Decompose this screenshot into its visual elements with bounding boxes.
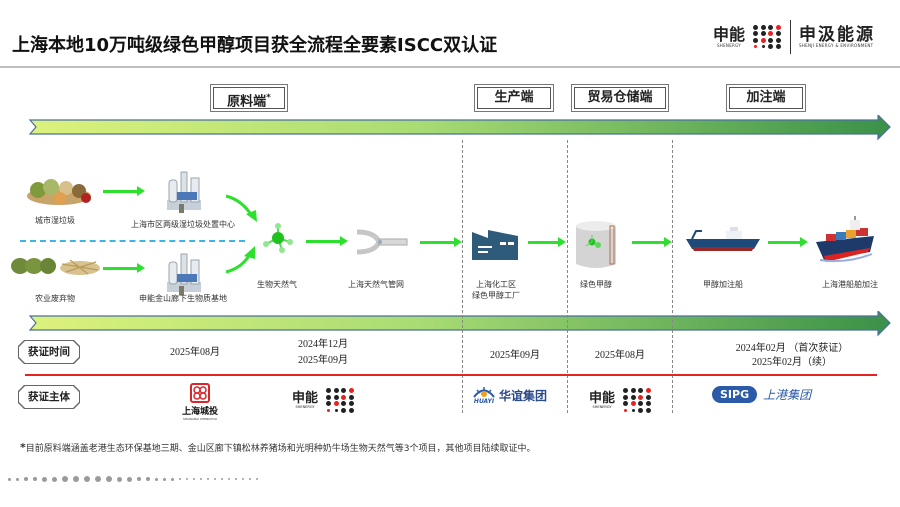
logo-separator [789,20,792,54]
shenergy-logo-en: SHENERGY [716,42,742,48]
node-label: 生物天然气 [257,280,297,289]
stage-label: 贸易仓储端 [574,87,666,109]
entity-huayi: HUAYI 华谊集团 [472,386,547,405]
entity-row-label: 获证主体 [19,386,79,408]
stage-trade-storage: 贸易仓储端 [571,84,669,112]
flow-arrow [632,237,672,247]
cert-time: 2025年08月 [595,350,645,361]
stage-raw-material: 原料端* [210,84,288,112]
cert-time-line: 2024年02月 （首次获证） [735,343,849,354]
stage-bunkering: 加注端 [726,84,806,112]
entity-sub: SHANGHAI CHENGTOU [182,417,218,421]
entity-shenergy: 申能 SHENERGY [589,388,652,413]
footnote-mark: * [20,441,26,454]
methane-molecule-icon [260,222,296,254]
stage-divider [567,140,568,413]
agri-waste-icon [10,252,100,278]
cert-time: 2025年08月 [170,347,220,358]
source-divider [20,240,245,242]
entity-shenergy: 申能 SHENERGY [292,388,355,413]
source-label: 农业废弃物 [35,294,75,303]
cert-time-line: 2025年02月（续） [752,357,832,368]
entity-name: 申能 [589,390,616,406]
entity-sub: SHENERGY [592,404,612,409]
flow-arrow [528,237,566,247]
time-row-label: 获证时间 [19,341,79,363]
shenergy-dots-icon [753,24,782,50]
shenji-logo-en: SHENJI ENERGY & ENVIRONMENT [799,42,874,48]
row-divider [25,374,877,376]
stage-label: 原料端 [227,94,267,110]
flow-arrow [103,186,145,196]
entity-name: 上海城投 [181,407,218,417]
shenji-logo: 申汲能源 SHENJI ENERGY & ENVIRONMENT [799,24,876,48]
processing-plant-icon [163,250,205,296]
node-label: 上海港船舶加注 [822,280,878,289]
timeline-arrow-top [28,115,891,141]
bunkering-ship-icon [686,225,762,253]
cert-time: 2024年12月 2025年09月 [278,337,368,369]
cert-time-line: 2025年09月 [298,355,348,366]
header-logos: 申能 SHENERGY 申汲能源 SHENJI ENERGY & ENVIRON… [713,20,875,54]
footnote: *目前原料端涵盖老港生态环保基地三期、金山区廊下镇松林养猪场和光明种奶牛场生物天… [20,441,536,454]
gas-pipeline-icon [355,228,409,256]
flow-arrow [306,236,348,246]
cert-time-line: 2024年12月 [298,339,348,350]
node-label-line: 上海化工区 [476,280,516,289]
node-label-line: 绿色甲醇工厂 [472,291,520,300]
entity-sub: HUAYI [473,398,495,405]
entity-name: 上港集团 [763,388,812,402]
processing-plant-icon [163,168,205,214]
node-label: 上海天然气管网 [348,280,404,289]
page-title: 上海本地10万吨级绿色甲醇项目获全流程全要素ISCC双认证 [12,35,498,56]
entity-row-label-box: 获证主体 [18,385,80,409]
shenji-logo-cn: 申汲能源 [799,24,876,45]
cert-time: 2024年02月 （首次获证） 2025年02月（续） [712,342,872,370]
decorative-dots [8,476,258,482]
source-label: 城市湿垃圾 [35,216,75,225]
entity-sub: SHENERGY [295,404,315,409]
footnote-text: 目前原料端涵盖老港生态环保基地三期、金山区廊下镇松林养猪场和光明种奶牛场生物天然… [25,444,536,454]
shenergy-logo-cn: 申能 [713,24,746,44]
flow-arrow-curved [225,194,257,274]
node-label: 甲醇加注船 [703,280,743,289]
container-ship-icon [816,216,876,264]
facility-label: 申能金山廊下生物质基地 [139,294,227,303]
shenergy-dots-icon [623,388,652,413]
shenergy-dots-icon [326,388,355,413]
facility-label: 上海市区两级湿垃圾处置中心 [131,220,235,229]
stage-label: 加注端 [729,87,803,109]
header-divider [0,66,900,68]
stage-production: 生产端 [474,84,554,112]
node-label: 上海化工区 绿色甲醇工厂 [460,279,532,301]
storage-tank-icon [574,218,618,270]
timeline-arrow-bottom [28,311,891,337]
entity-chengtou: 上海城投 SHANGHAI CHENGTOU [172,383,228,421]
shenergy-logo: 申能 SHENERGY [713,24,782,50]
stage-divider [672,140,673,413]
flow-arrow [768,237,808,247]
chengtou-logo-icon [190,383,210,403]
food-waste-icon [24,176,94,206]
cert-time: 2025年09月 [490,350,540,361]
time-row-label-box: 获证时间 [18,340,80,364]
flow-arrow [103,263,145,273]
node-label: 绿色甲醇 [580,280,612,289]
stage-footnote-mark: * [266,93,271,103]
flow-arrow [420,237,462,247]
stage-label: 生产端 [477,87,551,109]
huayi-logo-icon [473,387,495,398]
entity-name: 申能 [292,390,319,406]
factory-icon [472,228,518,260]
entity-sipg: SIPG 上港集团 [712,386,811,403]
entity-name: 华谊集团 [499,389,548,403]
stage-divider [462,140,463,413]
sipg-logo-badge: SIPG [712,386,758,403]
